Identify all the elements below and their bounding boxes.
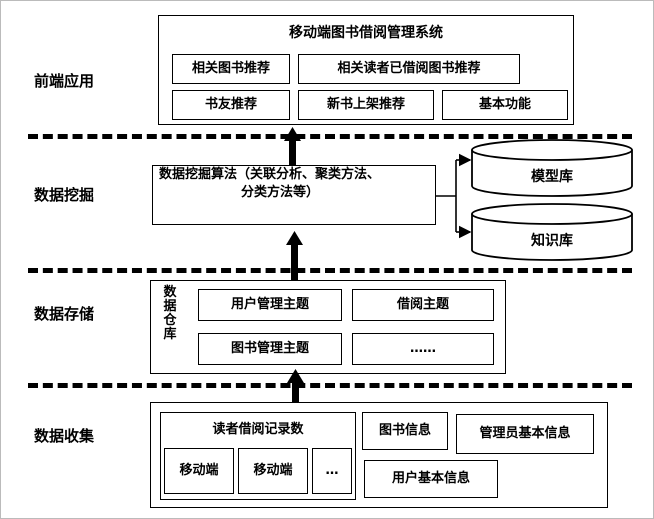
mobile-terminal-2: 移动端: [238, 448, 308, 494]
mining-algorithm-line1: 数据挖掘算法（关联分析、聚类方法、: [159, 167, 381, 182]
layer-label-collection: 数据收集: [34, 427, 95, 445]
separator-mining-storage: [28, 268, 632, 273]
warehouse-char-3: 仓: [163, 313, 177, 329]
book-friends-recommend: 书友推荐: [172, 90, 290, 120]
admin-basic-info: 管理员基本信息: [456, 414, 594, 454]
layer-label-mining: 数据挖掘: [34, 186, 95, 204]
knowledge-db-cylinder: [471, 203, 633, 261]
borrowing-topic: 借阅主题: [352, 289, 494, 321]
upward-arrows: [284, 127, 304, 402]
new-books-recommend: 新书上架推荐: [298, 90, 434, 120]
warehouse-char-1: 数: [163, 285, 177, 300]
mining-algorithm-line2: 分类方法等）: [241, 184, 320, 200]
layer-label-storage: 数据存储: [34, 305, 95, 323]
book-management-topic: 图书管理主题: [198, 333, 342, 365]
book-info: 图书信息: [362, 412, 448, 450]
user-management-topic: 用户管理主题: [198, 289, 342, 321]
mobile-terminal-1: 移动端: [164, 448, 234, 494]
more-terminals: …: [312, 448, 352, 494]
related-books-recommend: 相关图书推荐: [172, 54, 290, 84]
knowledge-db-label: 知识库: [531, 232, 573, 249]
warehouse-char-2: 据: [163, 299, 177, 315]
model-db-label: 模型库: [531, 168, 573, 185]
more-topics: ……: [352, 333, 494, 365]
mining-algorithm-box: 数据挖掘算法（关联分析、聚类方法、 分类方法等）: [152, 165, 436, 225]
algorithm-to-db-arrows: [436, 153, 472, 239]
layer-label-frontend: 前端应用: [34, 72, 95, 90]
frontend-system-title: 移动端图书借阅管理系统: [289, 25, 443, 41]
separator-frontend-mining: [28, 134, 632, 139]
separator-storage-collection: [28, 383, 632, 388]
model-db-cylinder: [471, 139, 633, 197]
warehouse-char-4: 库: [163, 327, 177, 343]
reader-records-title: 读者借阅记录数: [212, 422, 304, 437]
user-basic-info: 用户基本信息: [364, 460, 498, 498]
related-readers-recommend: 相关读者已借阅图书推荐: [298, 54, 520, 84]
basic-functions: 基本功能: [442, 90, 568, 120]
warehouse-vertical-label: 数 据 仓 库: [162, 285, 178, 343]
